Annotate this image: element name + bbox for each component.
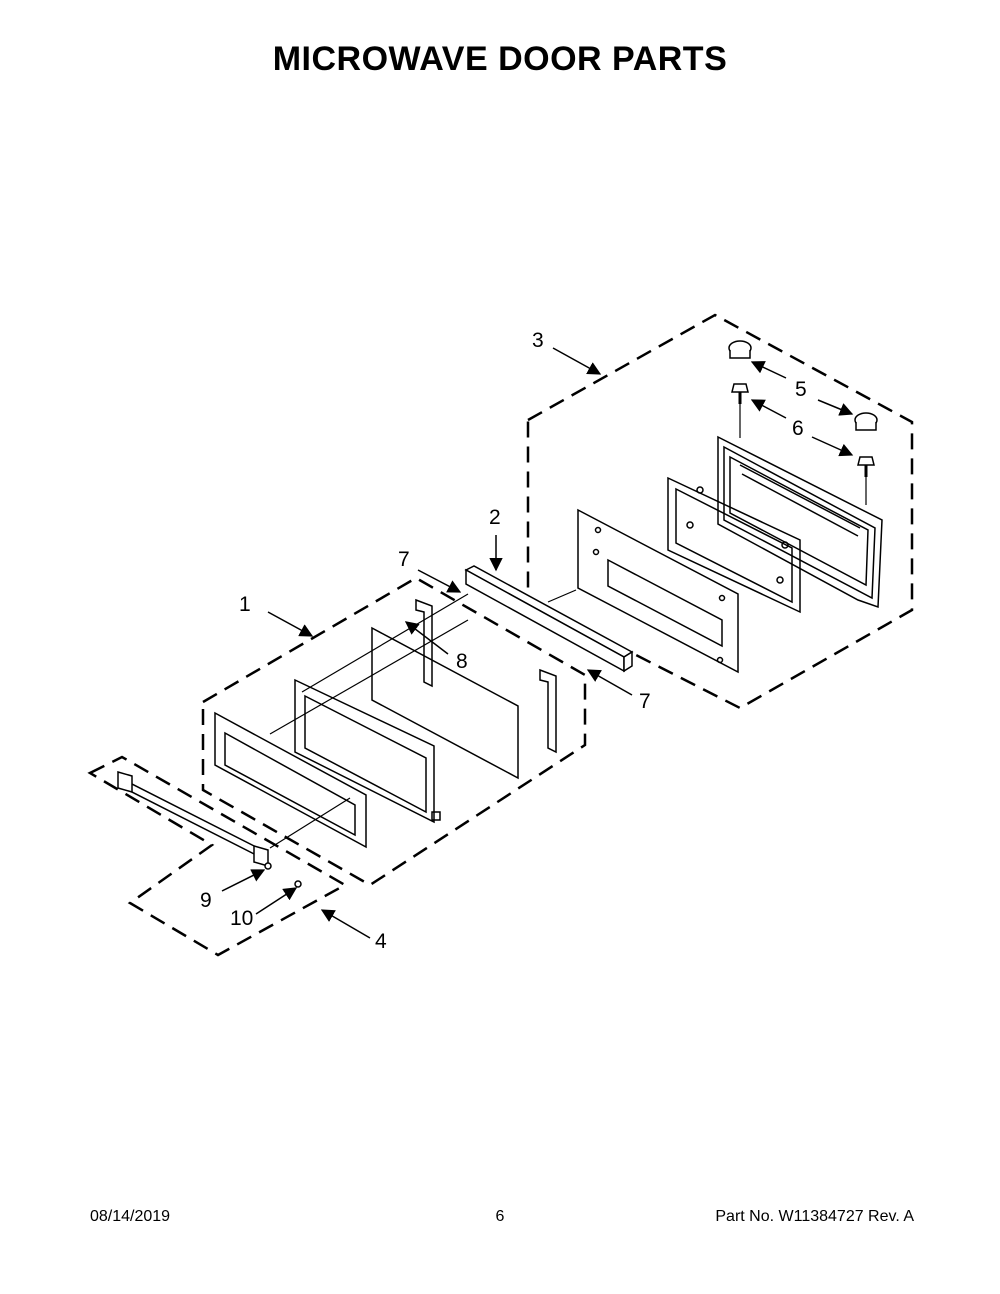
callout-arrow-10 — [255, 887, 298, 915]
footer-date: 08/14/2019 — [90, 1208, 171, 1225]
page-title: MICROWAVE DOOR PARTS — [272, 40, 728, 78]
callout-2: 2 — [489, 506, 501, 529]
outer-door-panel — [214, 711, 367, 849]
callout-3: 3 — [532, 329, 544, 352]
callout-arrow-6b — [811, 436, 854, 457]
callout-10: 10 — [230, 907, 253, 930]
inner-door-frame — [717, 435, 883, 609]
callout-7-top: 7 — [398, 548, 410, 571]
callout-6: 6 — [792, 417, 804, 440]
callout-arrow-5a — [750, 361, 787, 379]
choke-frame — [667, 476, 801, 614]
footer-page-number: 6 — [495, 1208, 505, 1225]
callout-5: 5 — [795, 378, 807, 401]
glass-panel — [371, 626, 519, 780]
assembly-1-boundary — [201, 576, 587, 887]
footer-part-number: Part No. W11384727 Rev. A — [715, 1208, 914, 1225]
hinge-brackets — [415, 598, 557, 754]
callout-arrow-4 — [320, 909, 371, 939]
callout-arrow-7b — [586, 669, 633, 696]
callout-9: 9 — [200, 889, 212, 912]
callout-7-right: 7 — [639, 690, 651, 713]
callout-arrow-6a — [750, 399, 787, 419]
door-plate — [577, 508, 739, 674]
callout-arrow-9 — [221, 869, 266, 892]
callout-1: 1 — [239, 593, 251, 616]
callout-8: 8 — [456, 650, 468, 673]
vent-trim — [464, 565, 634, 673]
callout-4: 4 — [375, 930, 387, 953]
callout-arrow-8 — [404, 621, 449, 655]
hinge-caps-screws — [728, 340, 878, 477]
callout-arrow-7a — [417, 569, 462, 593]
assembly-4-boundary — [87, 755, 348, 957]
callout-arrow-1 — [267, 611, 314, 637]
callout-arrow-3 — [552, 347, 602, 375]
callout-arrow-5b — [817, 399, 854, 416]
door-liner — [294, 678, 441, 824]
door-handle — [117, 771, 302, 888]
